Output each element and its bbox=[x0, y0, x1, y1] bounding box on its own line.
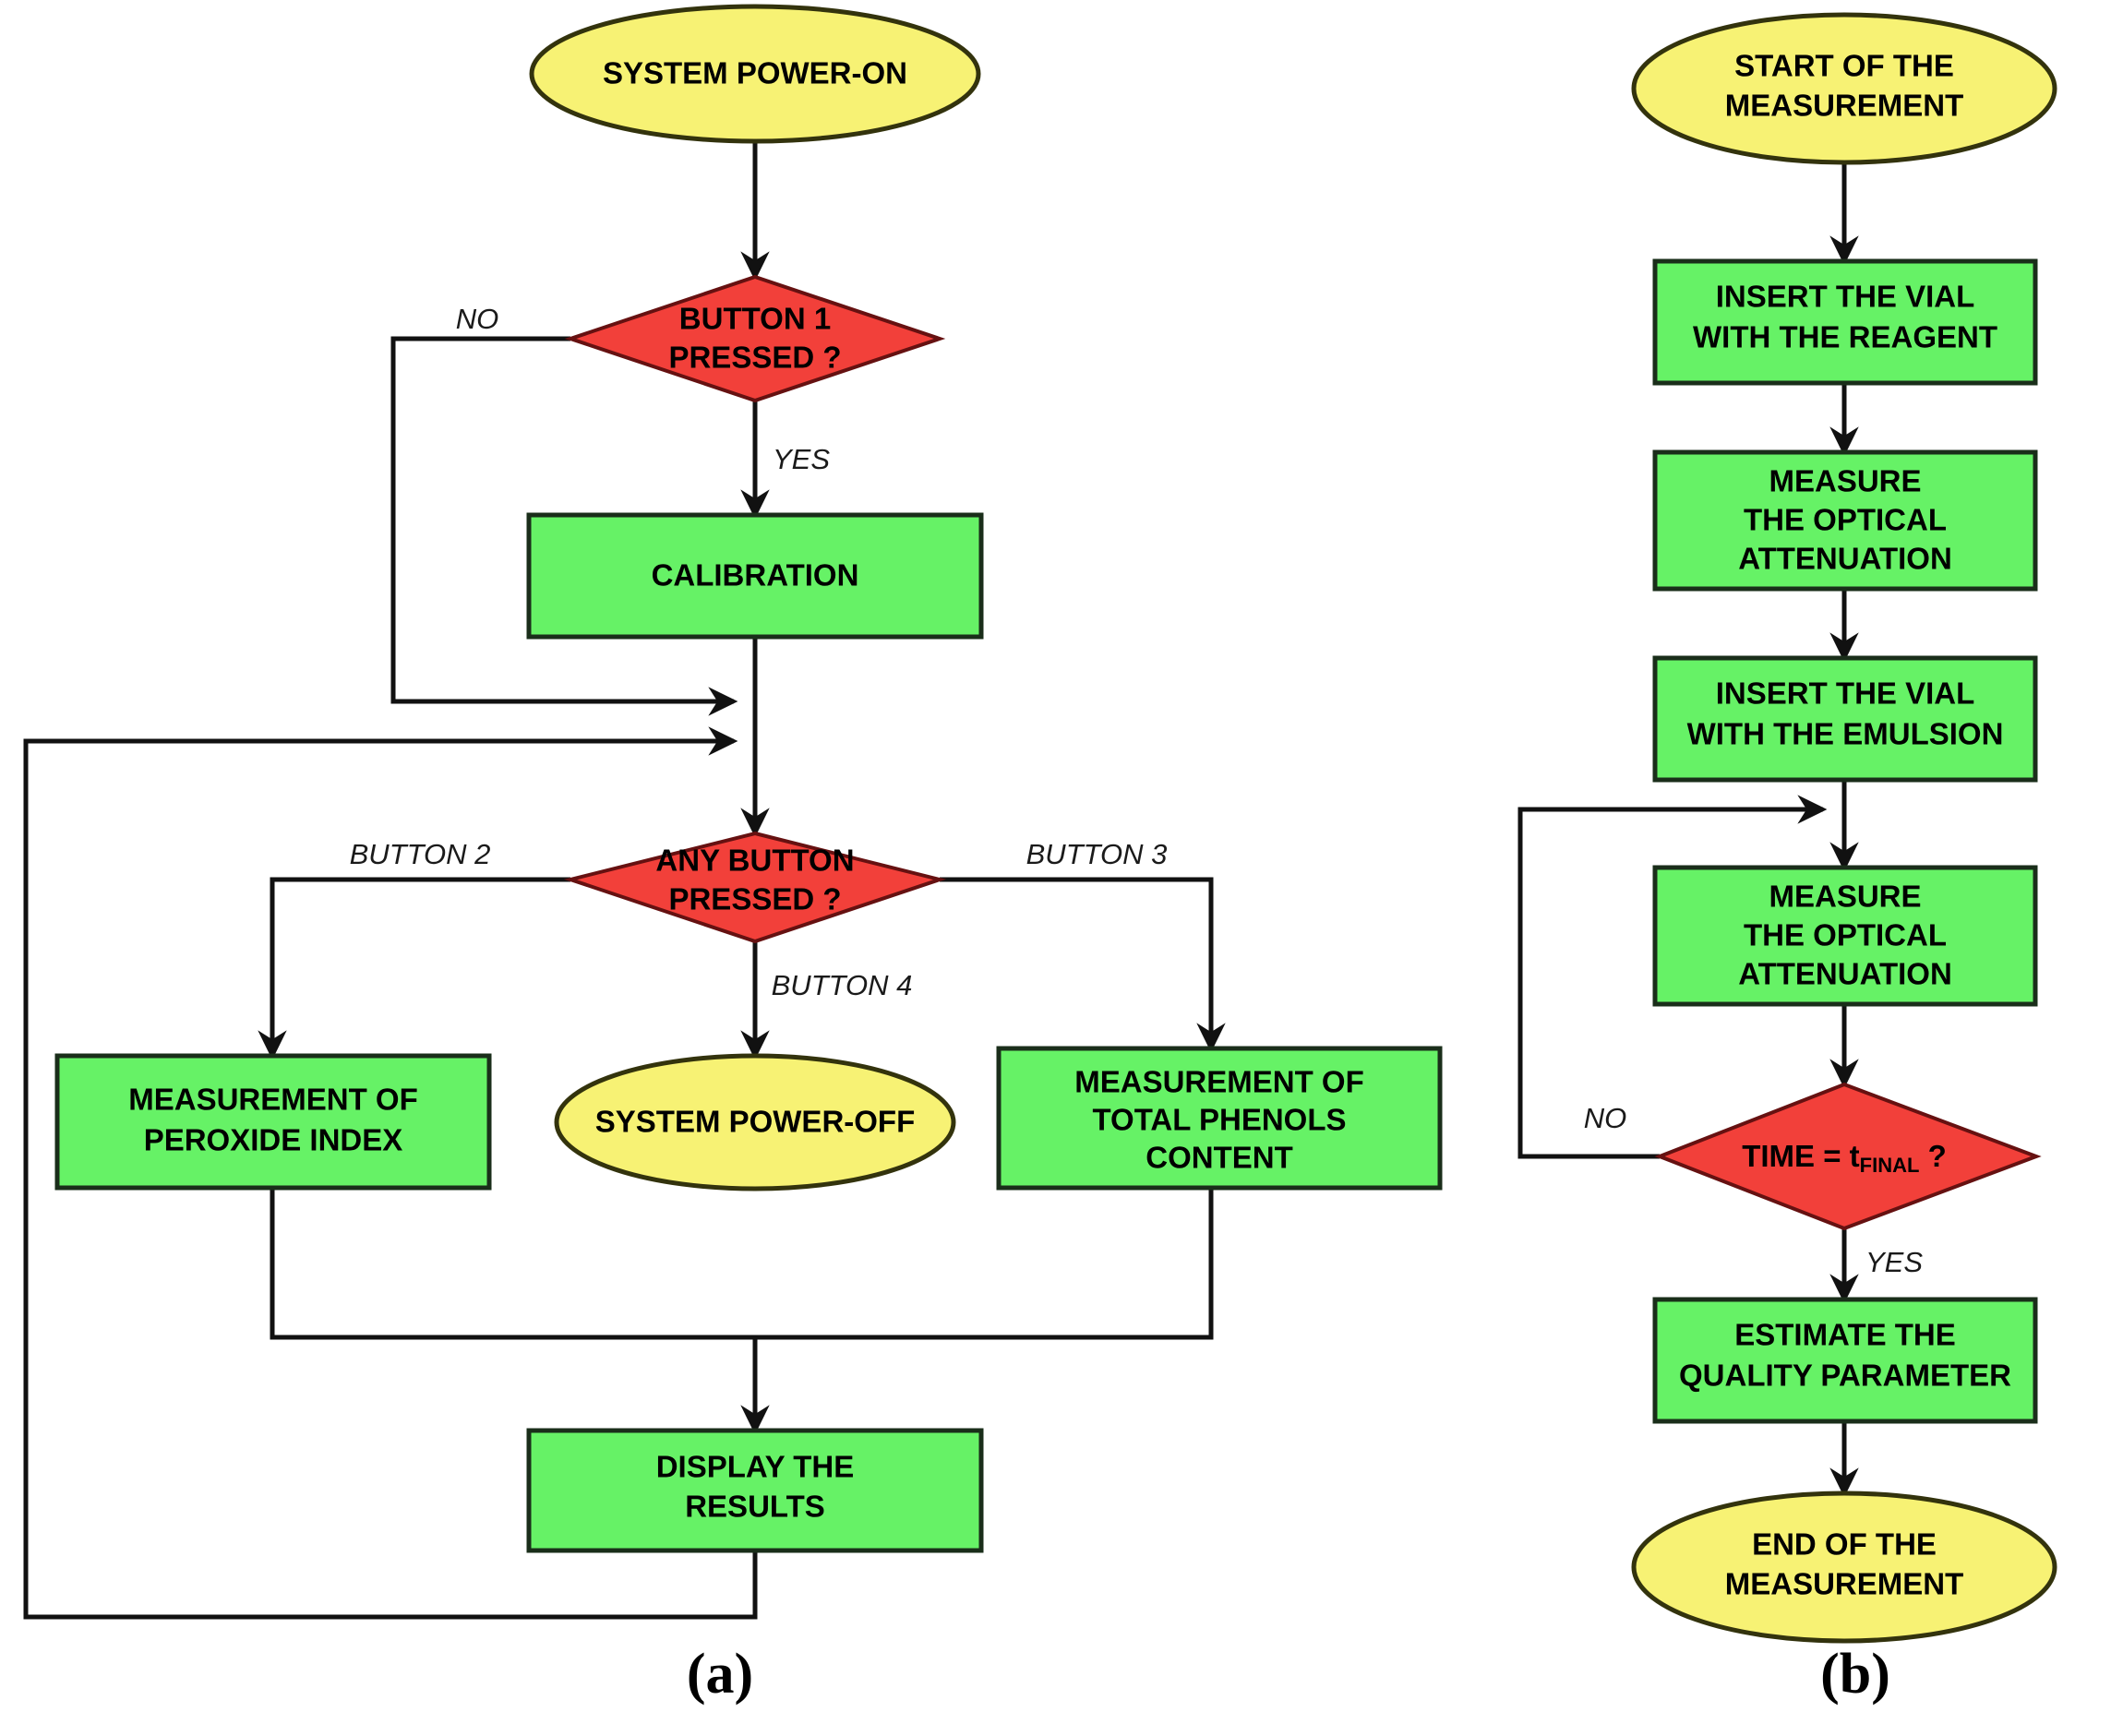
node-insert-vial-emulsion[interactable]: INSERT THE VIAL WITH THE EMULSION bbox=[1652, 655, 2038, 783]
node-label-line2: THE OPTICAL bbox=[1744, 918, 1947, 952]
node-label-line2: WITH THE EMULSION bbox=[1687, 717, 2004, 751]
node-label-line2: PRESSED ? bbox=[668, 341, 841, 375]
edge-dec2-button3 bbox=[940, 877, 1226, 1053]
node-label: SYSTEM POWER-OFF bbox=[595, 1105, 916, 1139]
node-any-button-pressed-decision[interactable]: ANY BUTTON PRESSED ? bbox=[563, 831, 947, 944]
node-label-line2: PRESSED ? bbox=[668, 882, 841, 916]
node-label-line2: MEASUREMENT bbox=[1725, 1567, 1964, 1601]
node-time-equals-tfinal-decision[interactable]: TIME = tFINAL ? bbox=[1654, 1082, 2042, 1231]
edge-label-b-yes: YES bbox=[1865, 1246, 1923, 1278]
edge-dec2-button2 bbox=[258, 877, 570, 1060]
edge-dec1-no bbox=[390, 336, 738, 716]
node-label-line1: MEASUREMENT OF bbox=[1074, 1065, 1364, 1099]
node-button1-pressed-decision[interactable]: BUTTON 1 PRESSED ? bbox=[564, 274, 946, 403]
node-label-line1: BUTTON 1 bbox=[679, 302, 831, 336]
edge-b-time-no-loop bbox=[1517, 795, 1828, 1159]
edge-label-button4: BUTTON 4 bbox=[772, 969, 913, 1001]
node-label-line2: MEASUREMENT bbox=[1725, 89, 1964, 123]
node-label-line3: CONTENT bbox=[1145, 1141, 1293, 1175]
edge-phenols-to-display bbox=[755, 1188, 1214, 1340]
node-label-line1: MEASURE bbox=[1769, 464, 1921, 498]
node-label-line1: INSERT THE VIAL bbox=[1716, 676, 1975, 711]
node-label: SYSTEM POWER-ON bbox=[603, 56, 907, 90]
node-label-line2: TOTAL PHENOLS bbox=[1092, 1103, 1346, 1137]
node-label-line2: RESULTS bbox=[685, 1490, 825, 1524]
node-label-line1: MEASUREMENT OF bbox=[128, 1083, 418, 1117]
time-main: TIME = t bbox=[1742, 1139, 1859, 1173]
node-label: TIME = tFINAL ? bbox=[1742, 1139, 1947, 1177]
node-label-line2: QUALITY PARAMETER bbox=[1679, 1359, 2011, 1393]
node-label-line2: PEROXIDE INDEX bbox=[144, 1123, 403, 1157]
node-system-power-off[interactable]: SYSTEM POWER-OFF bbox=[554, 1053, 956, 1191]
edge-label-no: NO bbox=[456, 303, 499, 335]
node-insert-vial-reagent[interactable]: INSERT THE VIAL WITH THE REAGENT bbox=[1652, 258, 2038, 386]
node-label-line1: ANY BUTTON bbox=[655, 844, 854, 878]
panel-caption-a: (a) bbox=[687, 1643, 753, 1706]
node-label-line2: THE OPTICAL bbox=[1744, 503, 1947, 537]
node-calibration[interactable]: CALIBRATION bbox=[526, 512, 984, 640]
node-label-line1: INSERT THE VIAL bbox=[1716, 280, 1975, 314]
node-label-line2: WITH THE REAGENT bbox=[1693, 320, 1997, 354]
node-label-line3: ATTENUATION bbox=[1738, 542, 1952, 576]
edge-display-feedback-loop bbox=[23, 726, 758, 1620]
node-measure-optical-attenuation-2[interactable]: MEASURE THE OPTICAL ATTENUATION bbox=[1652, 865, 2038, 1007]
panel-caption-b: (b) bbox=[1820, 1643, 1890, 1706]
node-measurement-total-phenols[interactable]: MEASUREMENT OF TOTAL PHENOLS CONTENT bbox=[996, 1046, 1443, 1191]
node-display-the-results[interactable]: DISPLAY THE RESULTS bbox=[526, 1428, 984, 1553]
node-label-line1: END OF THE bbox=[1752, 1527, 1937, 1562]
time-tail: ? bbox=[1919, 1139, 1946, 1173]
node-system-power-on[interactable]: SYSTEM POWER-ON bbox=[529, 4, 981, 144]
node-estimate-quality-parameter[interactable]: ESTIMATE THE QUALITY PARAMETER bbox=[1652, 1297, 2038, 1424]
time-subscript: FINAL bbox=[1860, 1154, 1920, 1177]
edge-peroxide-to-display bbox=[270, 1188, 755, 1340]
edge-label-b-no: NO bbox=[1584, 1102, 1627, 1134]
node-measure-optical-attenuation-1[interactable]: MEASURE THE OPTICAL ATTENUATION bbox=[1652, 449, 2038, 592]
node-measurement-peroxide-index[interactable]: MEASUREMENT OF PEROXIDE INDEX bbox=[54, 1053, 492, 1191]
edge-label-button3: BUTTON 3 bbox=[1026, 838, 1168, 870]
node-label-line3: ATTENUATION bbox=[1738, 957, 1952, 991]
node-label: CALIBRATION bbox=[652, 558, 859, 593]
node-end-of-measurement[interactable]: END OF THE MEASUREMENT bbox=[1631, 1491, 2057, 1644]
node-label-line1: DISPLAY THE bbox=[656, 1450, 855, 1484]
node-label-line1: MEASURE bbox=[1769, 880, 1921, 914]
edge-label-button2: BUTTON 2 bbox=[350, 838, 491, 870]
node-label-line1: ESTIMATE THE bbox=[1734, 1318, 1956, 1352]
node-label-line1: START OF THE bbox=[1734, 49, 1954, 83]
node-start-of-measurement[interactable]: START OF THE MEASUREMENT bbox=[1631, 12, 2057, 165]
edge-label-yes: YES bbox=[773, 443, 830, 475]
